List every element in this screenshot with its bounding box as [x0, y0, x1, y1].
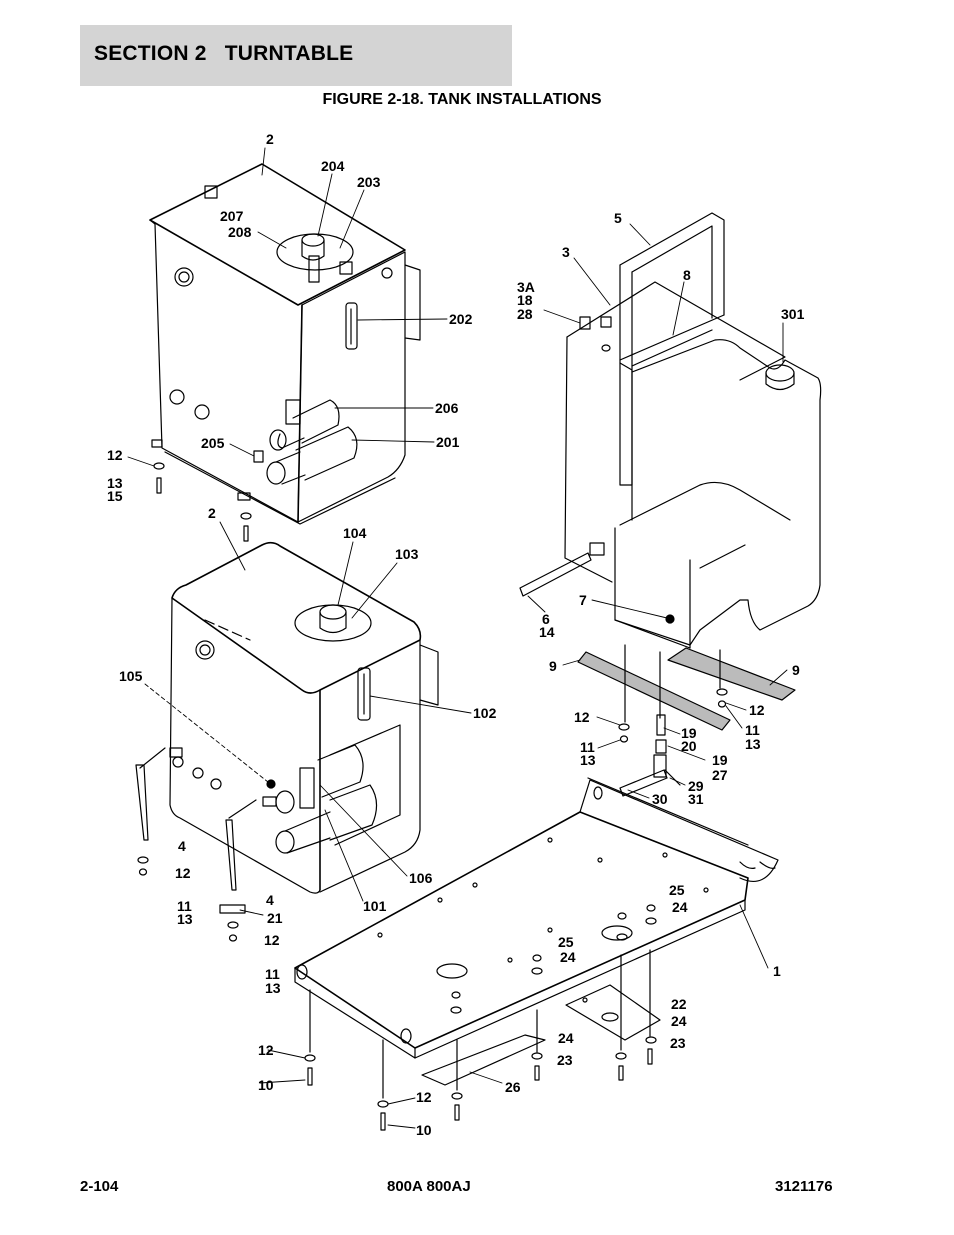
lower-tank-hardware [137, 856, 239, 942]
callout-25: 25 [558, 934, 574, 950]
callout-205: 205 [201, 435, 225, 451]
callout-26: 26 [505, 1079, 521, 1095]
callout-9: 9 [792, 662, 800, 678]
callout-22: 22 [671, 996, 687, 1012]
callout-29: 29 [688, 778, 704, 794]
callout-12: 12 [416, 1089, 432, 1105]
callout-24: 24 [560, 949, 576, 965]
model-number: 800A 800AJ [387, 1178, 471, 1195]
callout-3: 3 [562, 244, 570, 260]
base-hardware [304, 904, 657, 1131]
callout-4: 4 [178, 838, 186, 854]
callout-104: 104 [343, 525, 367, 541]
callout-23: 23 [670, 1035, 686, 1051]
callout-13: 13 [265, 980, 281, 996]
section-header-bar: SECTION 2 TURNTABLE [80, 25, 512, 86]
callout-10: 10 [258, 1077, 274, 1093]
callout-13: 13 [177, 911, 193, 927]
callout-18: 18 [517, 292, 533, 308]
callout-15: 15 [107, 488, 123, 504]
callout-25: 25 [669, 882, 685, 898]
callout-4: 4 [266, 892, 274, 908]
callout-10: 10 [416, 1122, 432, 1138]
upper-tank-hardware [153, 462, 252, 542]
callout-204: 204 [321, 158, 345, 174]
callout-8: 8 [683, 267, 691, 283]
figure-title: FIGURE 2-18. TANK INSTALLATIONS [322, 91, 602, 108]
callout-13: 13 [107, 475, 123, 491]
callout-103: 103 [395, 546, 419, 562]
turntable-base [294, 777, 779, 1099]
lower-tank [135, 541, 439, 914]
callout-1: 1 [773, 963, 781, 979]
callout-6: 6 [542, 611, 550, 627]
fuel-tank [519, 212, 822, 797]
callout-24: 24 [558, 1030, 574, 1046]
callout-11: 11 [745, 722, 760, 738]
callout-201: 201 [436, 434, 460, 450]
callout-28: 28 [517, 306, 533, 322]
callout-labels: 2 204 203 207 208 202 206 205 201 12 13 … [107, 131, 805, 1138]
callout-208: 208 [228, 224, 252, 240]
callout-24: 24 [671, 1013, 687, 1029]
manual-part-number: 3121176 [775, 1178, 833, 1195]
callout-9: 9 [549, 658, 557, 674]
callout-102: 102 [473, 705, 497, 721]
section-title: SECTION 2 TURNTABLE [94, 42, 354, 65]
callout-106: 106 [409, 870, 433, 886]
callout-11: 11 [265, 966, 280, 982]
callout-11: 11 [177, 898, 192, 914]
upper-tank [149, 163, 421, 525]
callout-31: 31 [688, 791, 704, 807]
callout-13: 13 [745, 736, 761, 752]
callout-27: 27 [712, 767, 728, 783]
callout-3A: 3A [517, 279, 535, 295]
callout-2: 2 [208, 505, 216, 521]
callout-301: 301 [781, 306, 805, 322]
callout-12: 12 [107, 447, 123, 463]
page-number: 2-104 [80, 1178, 119, 1195]
callout-12: 12 [258, 1042, 274, 1058]
callout-203: 203 [357, 174, 381, 190]
callout-20: 20 [681, 738, 697, 754]
callout-12: 12 [574, 709, 590, 725]
callout-202: 202 [449, 311, 473, 327]
callout-21: 21 [267, 910, 283, 926]
callout-14: 14 [539, 624, 555, 640]
callout-207: 207 [220, 208, 244, 224]
callout-206: 206 [435, 400, 459, 416]
callout-23: 23 [557, 1052, 573, 1068]
callout-13: 13 [580, 752, 596, 768]
callout-11: 11 [580, 739, 595, 755]
callout-19: 19 [712, 752, 728, 768]
leader-lines [127, 147, 788, 1129]
callout-19: 19 [681, 725, 697, 741]
callout-101: 101 [363, 898, 387, 914]
callout-24: 24 [672, 899, 688, 915]
callout-7: 7 [579, 592, 587, 608]
callout-12: 12 [749, 702, 765, 718]
callout-5: 5 [614, 210, 622, 226]
callout-2: 2 [266, 131, 274, 147]
callout-105: 105 [119, 668, 143, 684]
callout-12: 12 [175, 865, 191, 881]
callout-30: 30 [652, 791, 668, 807]
callout-12: 12 [264, 932, 280, 948]
